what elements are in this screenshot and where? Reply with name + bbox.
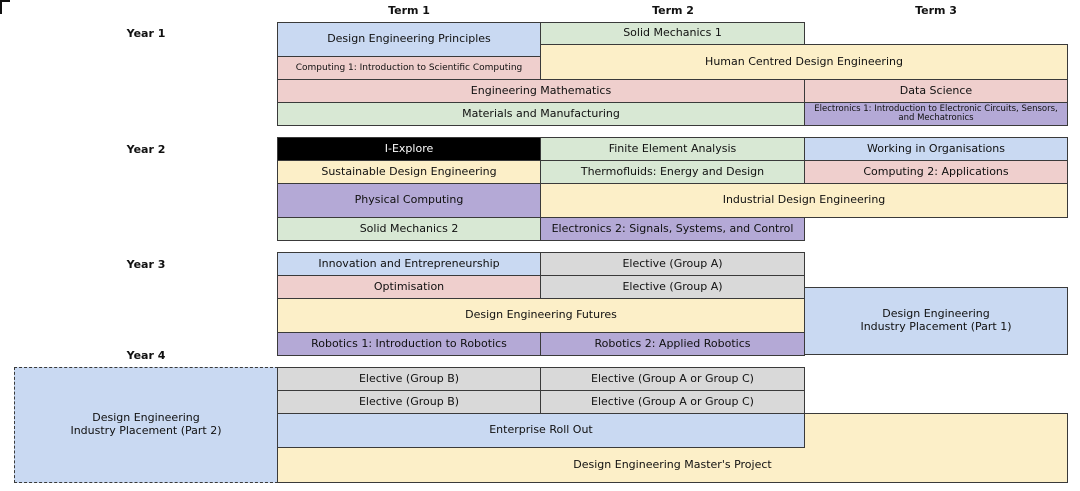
- module-thermofluids: Thermofluids: Energy and Design: [540, 160, 805, 184]
- module-design-engineering-principles: Design Engineering Principles: [277, 22, 541, 57]
- module-working-in-organisations: Working in Organisations: [804, 137, 1068, 161]
- module-robotics-1: Robotics 1: Introduction to Robotics: [277, 332, 541, 356]
- module-solid-mechanics-1: Solid Mechanics 1: [540, 22, 805, 45]
- module-elective-group-b-2: Elective (Group B): [277, 390, 541, 414]
- module-materials-and-manufacturing: Materials and Manufacturing: [277, 102, 805, 126]
- module-electronics-2: Electronics 2: Signals, Systems, and Con…: [540, 217, 805, 241]
- placement-part-2-line-1: Design Engineering: [92, 411, 200, 425]
- placement-part-2-line-2: Industry Placement (Part 2): [70, 424, 222, 437]
- module-engineering-mathematics: Engineering Mathematics: [277, 79, 805, 103]
- module-innovation-entrepreneurship: Innovation and Entrepreneurship: [277, 252, 541, 276]
- module-industry-placement-part-2: Design Engineering Industry Placement (P…: [14, 367, 278, 483]
- module-finite-element-analysis: Finite Element Analysis: [540, 137, 805, 161]
- term-3-header: Term 3: [915, 4, 957, 17]
- module-computing-2: Computing 2: Applications: [804, 160, 1068, 184]
- module-i-explore: I-Explore: [277, 137, 541, 161]
- masters-project-extension: [804, 413, 1068, 448]
- module-computing-1: Computing 1: Introduction to Scientific …: [277, 56, 541, 80]
- module-industrial-design: Industrial Design Engineering: [540, 183, 1068, 218]
- module-industry-placement-part-1: Design Engineering Industry Placement (P…: [804, 287, 1068, 355]
- year-4-label: Year 4: [126, 349, 166, 362]
- module-electronics-1: Electronics 1: Introduction to Electroni…: [804, 102, 1068, 126]
- module-optimisation: Optimisation: [277, 275, 541, 299]
- term-1-header: Term 1: [388, 4, 430, 17]
- placement-part-1-line-2: Industry Placement (Part 1): [860, 320, 1012, 333]
- module-elective-group-ac-2: Elective (Group A or Group C): [540, 390, 805, 414]
- placement-part-1-line-1: Design Engineering: [882, 307, 990, 321]
- corner-fragment: [0, 0, 10, 14]
- module-elective-group-ac-1: Elective (Group A or Group C): [540, 367, 805, 391]
- module-solid-mechanics-2: Solid Mechanics 2: [277, 217, 541, 241]
- module-elective-group-b-1: Elective (Group B): [277, 367, 541, 391]
- module-elective-group-a-2: Elective (Group A): [540, 275, 805, 299]
- module-sustainable-design: Sustainable Design Engineering: [277, 160, 541, 184]
- module-design-engineering-futures: Design Engineering Futures: [277, 298, 805, 333]
- term-2-header: Term 2: [652, 4, 694, 17]
- year-1-label: Year 1: [126, 27, 166, 40]
- module-elective-group-a-1: Elective (Group A): [540, 252, 805, 276]
- module-robotics-2: Robotics 2: Applied Robotics: [540, 332, 805, 356]
- module-physical-computing: Physical Computing: [277, 183, 541, 218]
- module-data-science: Data Science: [804, 79, 1068, 103]
- module-human-centred-design: Human Centred Design Engineering: [540, 44, 1068, 80]
- module-enterprise-roll-out: Enterprise Roll Out: [277, 413, 805, 448]
- year-3-label: Year 3: [126, 258, 166, 271]
- module-masters-project: Design Engineering Master's Project: [277, 447, 1068, 483]
- year-2-label: Year 2: [126, 143, 166, 156]
